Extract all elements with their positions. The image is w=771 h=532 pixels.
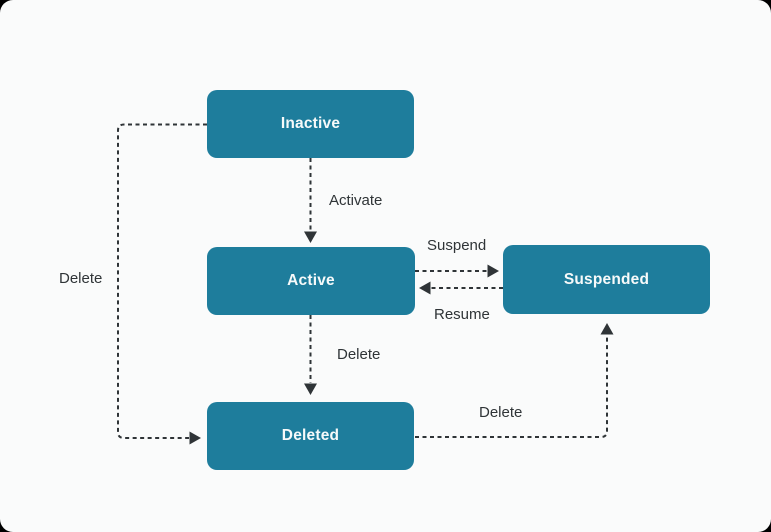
edge-inactive-deleted-line: [117, 123, 207, 439]
state-node-label: Deleted: [281, 427, 340, 444]
state-node-label: Suspended: [563, 270, 650, 288]
arrowhead-left-icon: [419, 281, 431, 295]
state-node-suspended: Suspended: [503, 245, 710, 314]
edge-label-delete-inactive-deleted: Delete: [59, 270, 103, 287]
edge-label-delete-active-deleted: Delete: [337, 346, 381, 363]
arrowhead-up-icon: [600, 323, 614, 335]
state-node-label: Inactive: [280, 115, 341, 132]
arrowhead-down-icon: [304, 383, 317, 395]
arrowhead-down-icon: [304, 231, 317, 243]
edge-label-resume: Resume: [434, 306, 490, 323]
edge-label-delete-deleted-suspended: Delete: [479, 404, 523, 421]
edge-label-suspend: Suspend: [427, 237, 487, 254]
arrowhead-right-icon: [487, 264, 499, 278]
arrowhead-right-icon: [189, 431, 201, 445]
state-node-label: Active: [287, 272, 335, 289]
edge-label-activate: Activate: [329, 192, 383, 209]
state-node-inactive: Inactive: [207, 90, 414, 158]
state-node-deleted: Deleted: [207, 402, 414, 470]
state-node-active: Active: [207, 247, 415, 315]
